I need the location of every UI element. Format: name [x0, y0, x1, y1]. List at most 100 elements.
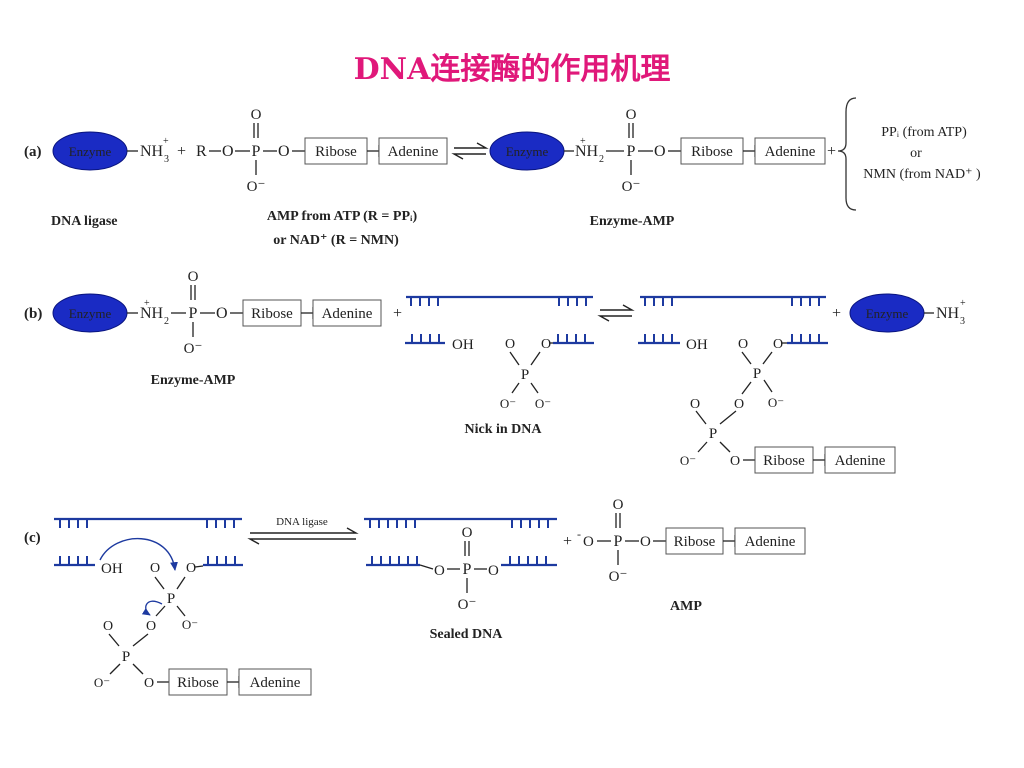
b-nick-o-p-left — [509, 351, 520, 366]
a-phosphate-2-o-top: O — [626, 107, 637, 123]
b-caption-enzyme-amp: Enzyme-AMP — [151, 373, 236, 388]
c-o-bond — [194, 565, 204, 568]
a-amp-2-ribose-box — [680, 137, 744, 165]
c-sealed-bottom-left — [366, 556, 420, 567]
a-o-1: O — [222, 143, 234, 160]
b-act-p2: P — [709, 426, 717, 442]
c-sealed-o-right: O — [488, 563, 499, 579]
c-o-ester: O — [144, 676, 154, 691]
reverse-arrow — [247, 538, 356, 545]
c-o-bridge: O — [146, 619, 156, 634]
b-caption-nick: Nick in DNA — [464, 422, 542, 437]
c-o-minus-1: O⁻ — [182, 617, 198, 632]
b-nh3-sub: 3 — [960, 316, 965, 327]
a-phosphate-2-p: P — [627, 143, 636, 160]
panel-c-label: (c) — [24, 530, 41, 546]
c-o-left: O — [150, 561, 160, 576]
a-nh3-sup: + — [163, 136, 169, 147]
b-nh2-sub: 2 — [164, 316, 169, 327]
b-nick-o-minus-left: O⁻ — [500, 396, 516, 411]
a-amp-2-ribose: Ribose — [680, 137, 744, 165]
a-phosphate-1-p: P — [252, 143, 261, 160]
b-act-o-ester: O — [730, 454, 740, 469]
a-phosphate-2-o-minus: O⁻ — [622, 179, 641, 195]
a-amp-2-ribose-label: Ribose — [691, 144, 733, 160]
c-caption-amp: AMP — [670, 599, 702, 614]
b-nick-o-right: O — [541, 337, 551, 352]
c-activated-bottom-right — [203, 556, 243, 567]
c-amp-bound-adenine-box — [238, 668, 312, 696]
a-product-line1: PPᵢ (from ATP) — [881, 125, 967, 140]
c-arrow-label-dna-ligase: DNA ligase — [276, 516, 328, 528]
c-activated-bottom-left — [54, 556, 95, 567]
c-p2-o-bond — [132, 663, 144, 675]
b-act-amp-adenine: Adenine — [824, 446, 896, 474]
c-equilibrium-arrow — [247, 527, 359, 545]
c-o-p1-right — [176, 576, 186, 590]
b-act-o-top: O — [690, 397, 700, 412]
c-o-top: O — [103, 619, 113, 634]
enzyme-label: Enzyme — [69, 144, 112, 159]
b-amp-ribose-box — [242, 299, 302, 327]
c-amp-o-right: O — [640, 534, 651, 550]
b-nicked-bottom-left — [405, 334, 445, 345]
c-sealed-phosphate-o-minus: O⁻ — [458, 597, 477, 613]
a-caption-enzyme-amp: Enzyme-AMP — [590, 214, 675, 229]
b-act-p1: P — [753, 366, 761, 382]
c-amp-phosphate-p: P — [614, 533, 623, 550]
c-sealed-bottom-right — [501, 556, 557, 567]
b-o: O — [216, 305, 228, 322]
c-amp-phosphate-o-minus: O⁻ — [609, 569, 628, 585]
b-equilibrium-arrow — [597, 304, 635, 322]
c-o-p1-left — [154, 576, 165, 590]
a-amp-1-ribose: Ribose — [304, 137, 368, 165]
panel-a-enzyme: Enzyme — [52, 131, 128, 171]
c-o-minus-2: O⁻ — [94, 675, 110, 690]
b-act-p2-o-minus-bond — [697, 441, 708, 453]
c-sealed-phosphate-o-top: O — [462, 525, 473, 541]
a-phosphate-1-o-top: O — [251, 107, 262, 123]
b-amp-adenine-box — [312, 299, 382, 327]
a-nh2: NH — [575, 143, 599, 160]
a-nh3: NH — [140, 143, 164, 160]
b-act-amp-ribose: Ribose — [754, 446, 814, 474]
b-activated-bottom-left — [638, 334, 680, 345]
c-sealed-left-bond — [419, 564, 434, 570]
b-oh: OH — [452, 337, 474, 353]
a-product-line2: or — [910, 146, 922, 161]
forward-arrow — [454, 142, 489, 149]
a-amp-2-adenine-label: Adenine — [765, 144, 816, 160]
b-act-oh: OH — [686, 337, 708, 353]
c-p2-o-minus-bond — [109, 663, 121, 675]
a-caption-amp-line1: AMP from ATP (R = PPᵢ) — [267, 209, 418, 224]
panel-b-label: (b) — [24, 306, 42, 322]
b-act-o-p-left — [741, 351, 752, 365]
a-o-3: O — [654, 143, 666, 160]
a-phosphate-1-o-minus: O⁻ — [247, 179, 266, 195]
b-act-amp-adenine-box — [824, 446, 896, 474]
b-nh3: NH — [936, 305, 960, 322]
a-r-group: R — [196, 143, 207, 160]
a-equilibrium-arrow — [451, 142, 489, 160]
c-p1-bridge-bond — [155, 605, 166, 617]
b-nick-o-left: O — [505, 337, 515, 352]
a-amp-2-adenine: Adenine — [754, 137, 826, 165]
enzyme-label: Enzyme — [69, 306, 112, 321]
b-phosphate-o-top: O — [188, 269, 199, 285]
a-product-brace — [837, 97, 857, 211]
c-oh: OH — [101, 561, 123, 577]
a-nh2-sup: + — [580, 136, 586, 147]
a-plus-2: + — [827, 143, 836, 160]
b-amp-ribose-label: Ribose — [251, 306, 293, 322]
a-nh2-sub: 2 — [599, 154, 604, 165]
b-amp-adenine-label: Adenine — [322, 306, 373, 322]
enzyme-label: Enzyme — [866, 306, 909, 321]
b-act-o-minus-1: O⁻ — [768, 395, 784, 410]
b-act-p1-bridge-bond — [741, 381, 752, 395]
c-amp-bound-adenine-label: Adenine — [250, 675, 301, 691]
b-act-o-p2-a — [695, 410, 707, 425]
c-amp-bound-ribose-label: Ribose — [177, 675, 219, 691]
enzyme-label: Enzyme — [506, 144, 549, 159]
c-amp-bound-ribose: Ribose — [168, 668, 228, 696]
